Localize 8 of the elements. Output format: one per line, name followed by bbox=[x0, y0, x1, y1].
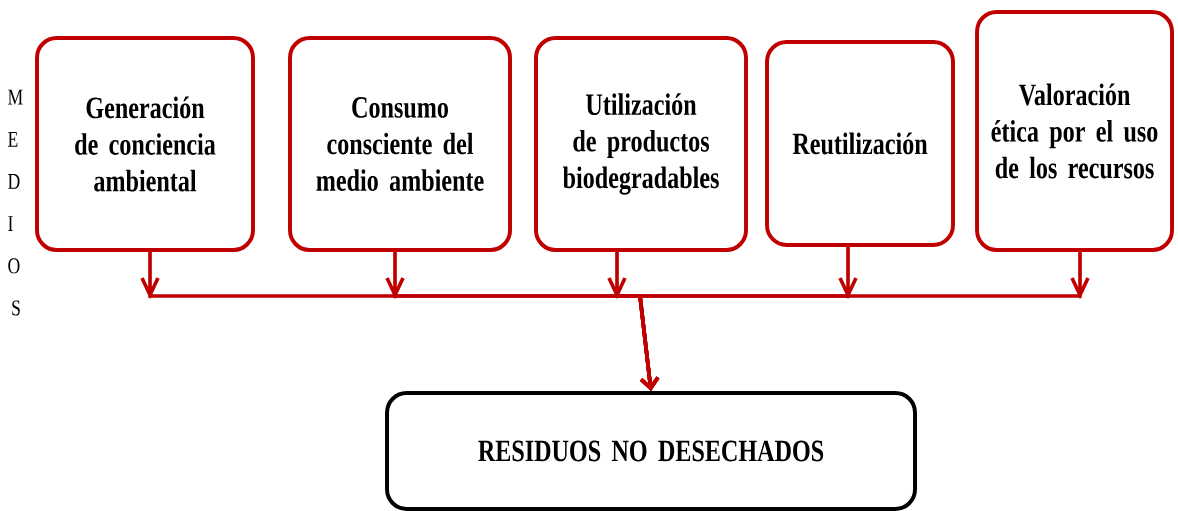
process-box: RESIDUOS NO DESECHADOS bbox=[385, 391, 917, 511]
process-box: Reutilización bbox=[765, 40, 955, 247]
process-box: Valoración ética por el uso de los recursos bbox=[975, 10, 1174, 252]
process-box: Consumo consciente del medio ambiente bbox=[288, 36, 512, 252]
arrow bbox=[637, 250, 1090, 392]
process-box: Utilización de productos biodegradables bbox=[534, 36, 748, 252]
vertical-label: MEDIOS bbox=[8, 89, 23, 316]
process-box: Generación de conciencia ambiental bbox=[35, 36, 255, 252]
